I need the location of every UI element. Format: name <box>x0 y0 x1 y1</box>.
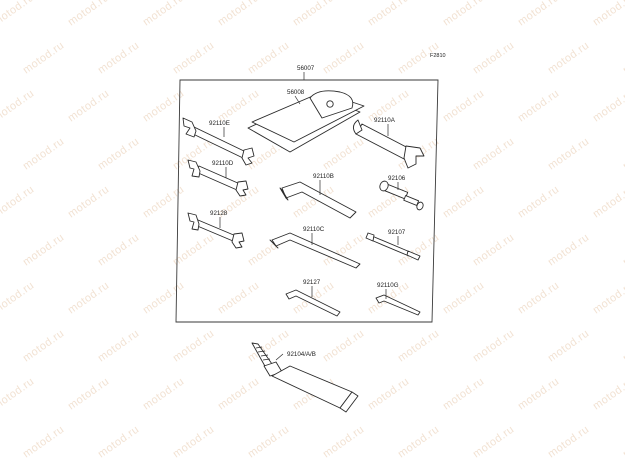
label-92106: 92106 <box>388 175 406 182</box>
label-92107: 92107 <box>388 229 406 236</box>
label-92110e: 92110E <box>209 120 230 127</box>
label-92128: 92128 <box>210 210 228 217</box>
label-92110a: 92110A <box>374 117 396 124</box>
figure-code: F2810 <box>430 53 446 59</box>
label-92104ab: 92104/A/B <box>287 351 316 358</box>
label-92110b: 92110B <box>313 173 334 180</box>
screwdriver-92107 <box>365 232 421 261</box>
tool-bag <box>247 90 365 153</box>
leader-92104ab <box>275 353 284 361</box>
wrench-92110e <box>182 117 255 166</box>
hex-key-92110c <box>269 232 361 269</box>
label-92110g: 92110G <box>377 282 399 289</box>
label-92110c: 92110C <box>303 226 325 233</box>
label-92127: 92127 <box>303 279 321 286</box>
hex-key-92127 <box>285 289 341 317</box>
label-56007: 56007 <box>297 65 315 72</box>
handle-92106 <box>379 180 424 211</box>
hex-key-92110b <box>279 181 357 219</box>
hex-key-92110g <box>375 294 421 316</box>
label-56008: 56008 <box>287 89 305 96</box>
wrench-92128 <box>187 212 245 249</box>
label-92110d: 92110D <box>212 160 234 167</box>
wrench-92110a <box>353 119 425 169</box>
grease-tube-92104 <box>251 342 359 413</box>
leader-56008 <box>294 95 301 105</box>
kit-frame <box>175 79 439 323</box>
